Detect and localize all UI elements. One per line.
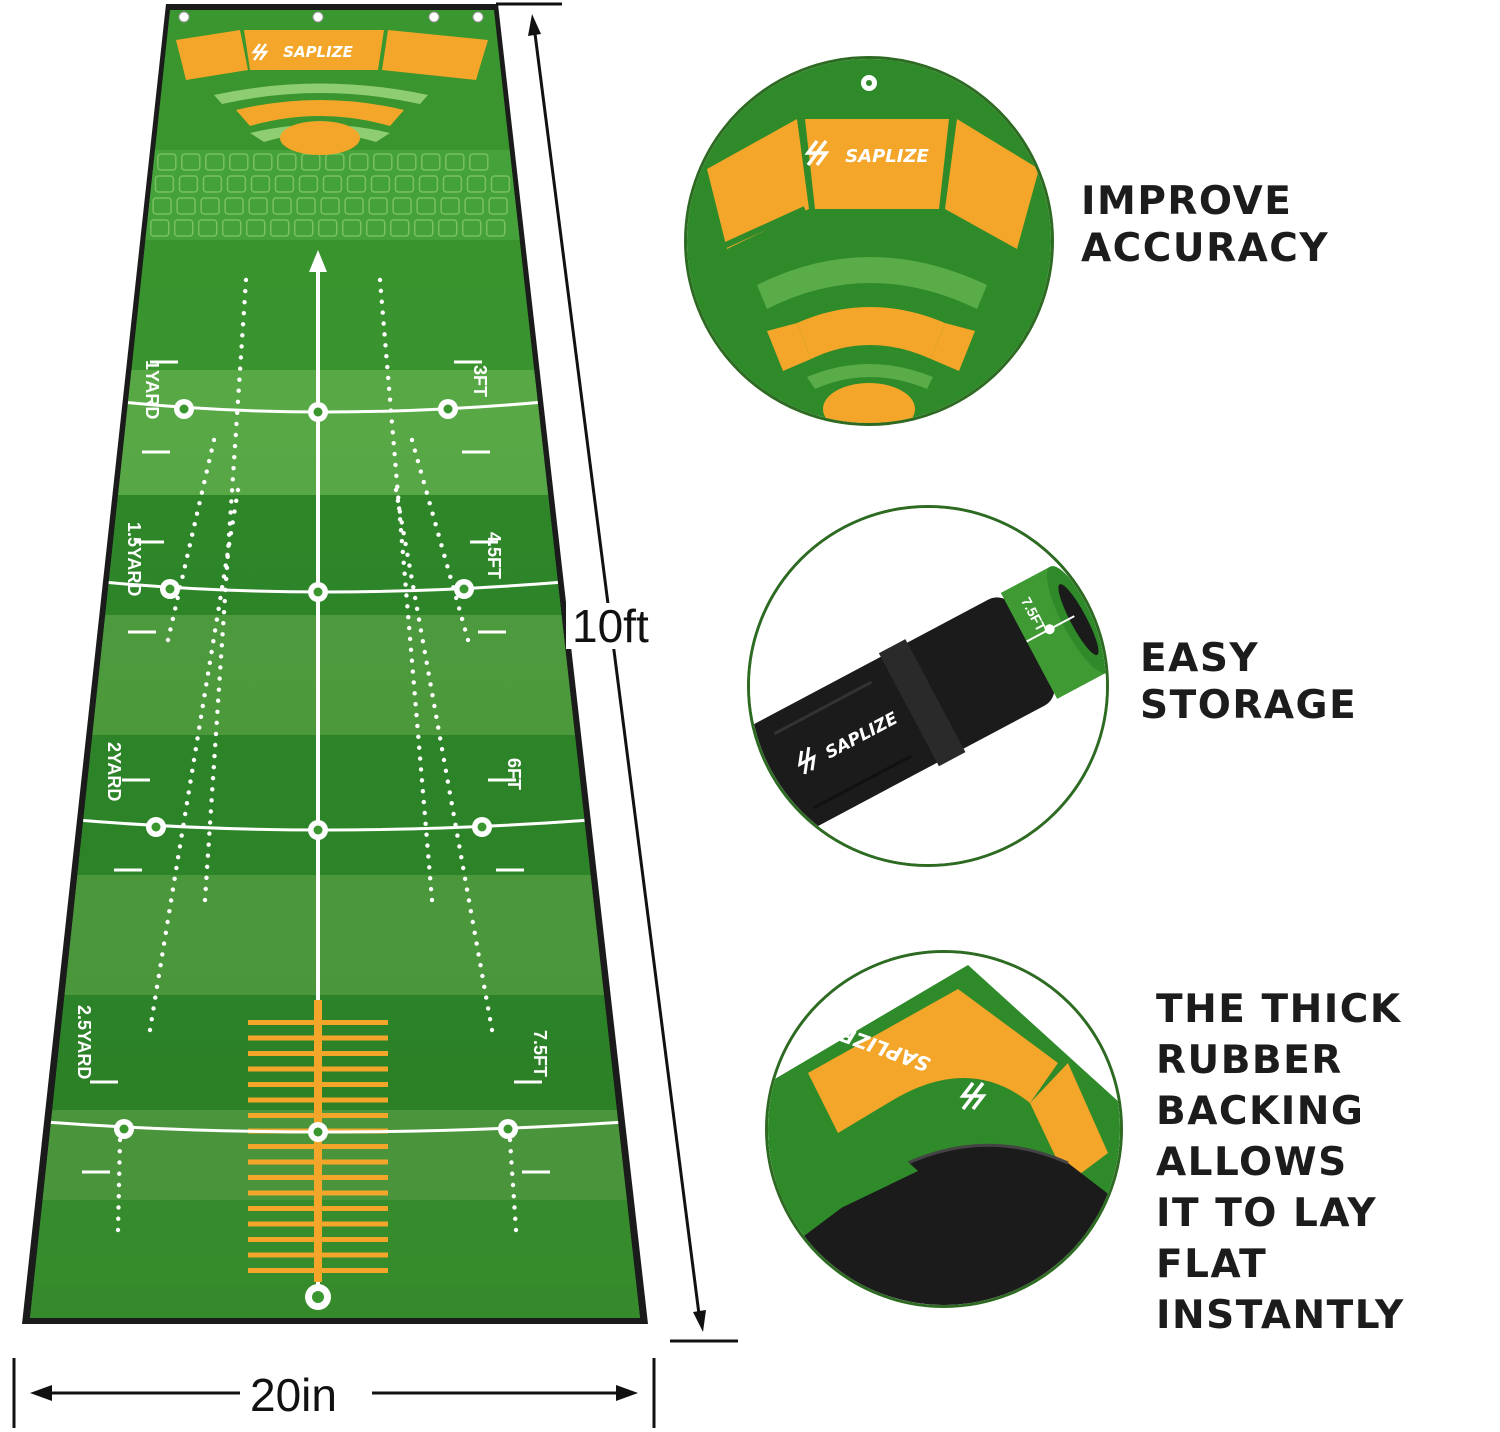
height-dimension (496, 2, 738, 1343)
height-dimension-label: 10ft (566, 603, 655, 649)
arrowhead-left-icon (30, 1385, 52, 1401)
saplize-logo-icon (804, 139, 830, 167)
grommet-icon (178, 11, 190, 23)
width-dimension-label: 20in (244, 1372, 343, 1418)
target-outer-segment (244, 30, 384, 70)
target-bullseye (280, 121, 360, 155)
grommet-icon (312, 11, 324, 23)
distance-label-right: 3FT (470, 365, 490, 397)
distance-label-right: 7.5FT (530, 1030, 550, 1077)
aim-arrow-icon (309, 250, 327, 272)
grommet-icon (472, 11, 484, 23)
target-outer-segment (176, 30, 248, 80)
callout-logo-text: SAPLIZE (845, 146, 929, 167)
mat-logo-text: SAPLIZE (283, 43, 353, 61)
distance-label-right: 6FT (504, 758, 524, 790)
feature-title-backing: THE THICK RUBBER BACKING ALLOWS IT TO LA… (1156, 987, 1405, 1339)
arrowhead-up-icon (528, 14, 541, 36)
target-ring (214, 83, 428, 104)
target-zone: SAPLIZE (176, 30, 488, 155)
arrowhead-right-icon (616, 1385, 638, 1401)
target-closeup-icon: SAPLIZE (684, 56, 1054, 426)
mat-surface: SAPLIZE (30, 10, 640, 1318)
saplize-logo-icon (251, 43, 269, 61)
turf-texture-band (149, 153, 511, 237)
target-outer-segment (382, 30, 488, 80)
width-dimension (12, 1358, 656, 1428)
saplize-logo-icon (959, 1081, 987, 1111)
dotted-guide-lines (115, 277, 519, 1233)
rubber-backing-icon: SAPLIZE (765, 950, 1123, 1308)
distance-label-right: 4.5FT (484, 532, 504, 579)
grommet-icon (428, 11, 440, 23)
distance-label-left: 1YARD (142, 360, 162, 419)
feature-title-accuracy: IMPROVE ACCURACY (1081, 179, 1330, 271)
rolled-mat-icon: SAPLIZE 7.5FT (747, 505, 1109, 867)
distance-label-left: 1.5YARD (124, 522, 144, 596)
feature-title-storage: EASY STORAGE (1140, 636, 1358, 728)
distance-label-left: 2YARD (104, 742, 124, 801)
saplize-logo-icon (797, 746, 816, 775)
distance-markers (82, 360, 550, 1174)
distance-label-left: 2.5YARD (74, 1005, 94, 1079)
target-ring (236, 100, 404, 126)
arrowhead-down-icon (693, 1310, 706, 1332)
